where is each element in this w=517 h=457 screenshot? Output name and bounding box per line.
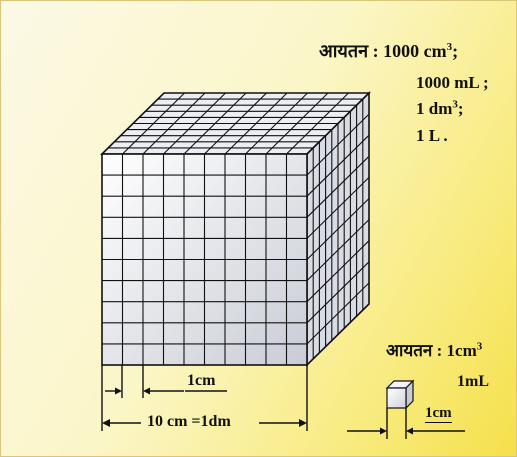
- edge-arrowhead-left: [102, 419, 110, 427]
- cube-grid-lines: [102, 92, 370, 365]
- top-grid-depth: [286, 92, 349, 155]
- volume-cm3-exponent: 3: [446, 41, 453, 53]
- right-grid-depth: [306, 240, 370, 303]
- top-grid-depth: [224, 92, 288, 155]
- small-volume-line: आयतन : 1cm3: [386, 340, 483, 360]
- volume-ml: 1000 mL ;: [416, 73, 489, 92]
- top-grid-depth: [245, 92, 308, 155]
- edge-arrowhead-right: [299, 419, 307, 427]
- volume-litre: 1 L .: [416, 126, 448, 145]
- big-volume-line-3: 1 dm3;: [416, 98, 464, 118]
- top-grid-depth: [265, 92, 329, 155]
- small-volume-value: 1cm: [446, 341, 477, 360]
- unit-arrowhead-right: [143, 387, 150, 395]
- volume-dm3-suffix: ;: [457, 99, 464, 118]
- big-cube: [100, 91, 371, 367]
- volume-dm3-value: 1 dm: [416, 99, 453, 118]
- big-volume-line-1: आयतन : 1000 cm3;: [319, 41, 459, 61]
- volume-cm3-suffix: ;: [452, 41, 459, 61]
- small-volume-ml: 1mL: [457, 373, 489, 390]
- small-cube: [385, 379, 415, 410]
- volume-cm3-value: 1000 cm: [383, 41, 447, 61]
- small-arrowhead-left: [380, 427, 387, 435]
- small-volume-exponent: 3: [476, 340, 483, 353]
- small-arrowhead-right: [406, 427, 413, 435]
- right-grid-depth: [306, 282, 370, 345]
- cube-edge-label: 10 cm =1dm: [147, 413, 231, 430]
- small-cube-front-face: [386, 387, 407, 409]
- unit-arrowhead-left: [115, 387, 122, 395]
- dimension-lines: [101, 365, 465, 439]
- small-edge-label: 1cm: [425, 405, 452, 423]
- right-grid-depth: [306, 261, 370, 324]
- volume-dm3-exponent: 3: [452, 98, 458, 111]
- small-volume-label: आयतन: [386, 341, 433, 360]
- unit-edge-label: 1cm: [187, 372, 216, 389]
- volume-label: आयतन: [319, 41, 369, 61]
- right-grid-depth: [306, 219, 370, 281]
